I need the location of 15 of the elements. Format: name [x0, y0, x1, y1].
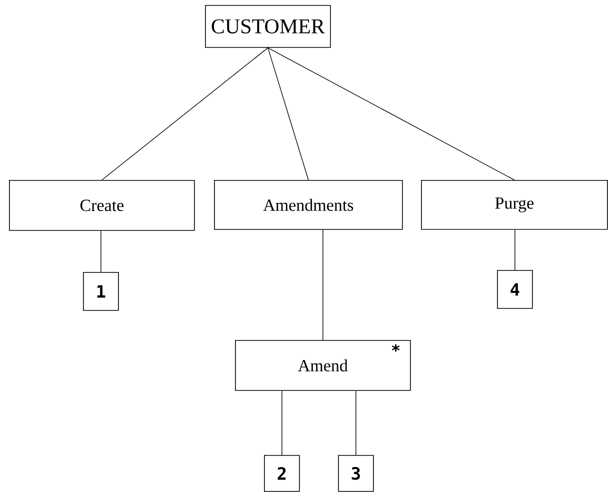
process-box: Create	[9, 180, 195, 231]
number-box: 1	[83, 272, 119, 311]
connector	[100, 230, 102, 272]
connector	[102, 47, 268, 180]
connector	[268, 47, 515, 180]
connector	[514, 229, 516, 270]
connector	[322, 229, 324, 340]
asterisk: *	[392, 344, 400, 352]
number-box: 4	[497, 270, 533, 309]
number-box: 2	[264, 455, 300, 492]
connector	[268, 47, 309, 180]
number-box: 3	[338, 455, 374, 492]
root-box: CUSTOMER	[205, 5, 331, 48]
process-box: Amendments	[214, 180, 403, 230]
process-box: Purge	[421, 180, 608, 230]
